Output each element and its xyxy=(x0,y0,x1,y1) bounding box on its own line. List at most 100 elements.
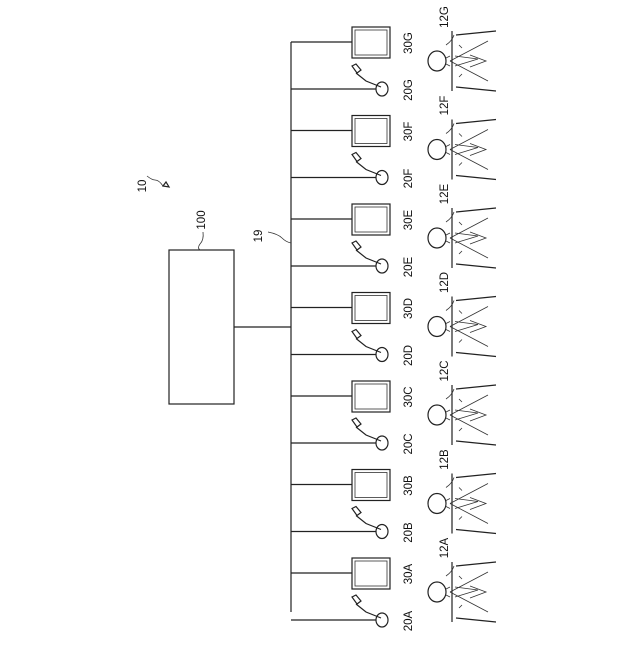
person-lapel xyxy=(459,488,462,520)
microphone-base xyxy=(376,171,388,185)
terminal-screen xyxy=(355,119,387,144)
terminal-outer-frame xyxy=(352,116,390,147)
person-head xyxy=(428,405,446,425)
leader-person xyxy=(446,35,454,45)
label-microphone-ref: 20C xyxy=(403,433,415,454)
microphone-stem xyxy=(356,73,381,87)
terminal-screen xyxy=(355,473,387,498)
label-terminal-ref: 30A xyxy=(403,563,415,584)
terminal-outer-frame xyxy=(352,204,390,235)
person-lapel xyxy=(459,311,462,343)
label-terminal-ref: 30G xyxy=(403,32,415,54)
terminal-outer-frame xyxy=(352,381,390,412)
person-shoulders xyxy=(452,474,496,534)
person-collar-and-tie xyxy=(450,307,488,347)
leader-person xyxy=(446,212,454,222)
microphone-head xyxy=(352,153,361,162)
person-head xyxy=(428,317,446,337)
label-person-ref: 12C xyxy=(439,360,451,381)
person-head xyxy=(428,228,446,248)
label-person-ref: 12G xyxy=(439,6,451,28)
microphone-stem xyxy=(356,427,381,441)
label-terminal-ref: 30F xyxy=(403,122,415,142)
label-system-ref: 10 xyxy=(137,180,149,193)
leader-bus xyxy=(268,232,291,243)
microphone-head xyxy=(352,418,361,427)
label-person-ref: 12B xyxy=(439,449,451,470)
person-lapel xyxy=(459,45,462,77)
label-terminal-ref: 30C xyxy=(403,386,415,407)
controller-box xyxy=(169,250,234,404)
label-terminal-ref: 30D xyxy=(403,298,415,319)
label-microphone-ref: 20G xyxy=(403,79,415,101)
person-head xyxy=(428,582,446,602)
microphone-head xyxy=(352,330,361,339)
person-collar-and-tie xyxy=(450,484,488,524)
terminal-screen xyxy=(355,207,387,232)
leader-system xyxy=(147,176,163,186)
person-shoulders xyxy=(452,208,496,268)
microphone-base xyxy=(376,259,388,273)
label-person-ref: 12F xyxy=(439,96,451,116)
terminal-outer-frame xyxy=(352,558,390,589)
person-shoulders xyxy=(452,120,496,180)
leader-controller xyxy=(199,232,204,250)
person-shoulders xyxy=(452,385,496,445)
label-terminal-ref: 30B xyxy=(403,475,415,496)
person-shoulders xyxy=(452,562,496,622)
label-terminal-ref: 30E xyxy=(403,209,415,230)
person-shoulders xyxy=(452,31,496,91)
label-person-ref: 12D xyxy=(439,272,451,293)
label-microphone-ref: 20A xyxy=(403,610,415,631)
microphone-base xyxy=(376,348,388,362)
terminal-screen xyxy=(355,30,387,55)
label-microphone-ref: 20E xyxy=(403,256,415,277)
label-microphone-ref: 20F xyxy=(403,169,415,189)
microphone-base xyxy=(376,436,388,450)
unit-group: 30G 20G 12G 30F 20F 12F 30E 20E 12E 30D 20D 12D 30C 2… xyxy=(291,6,496,631)
microphone-base xyxy=(376,613,388,627)
person-shoulders xyxy=(452,297,496,357)
person-lapel xyxy=(459,222,462,254)
label-microphone-ref: 20D xyxy=(403,345,415,366)
microphone-stem xyxy=(356,339,381,353)
label-bus-ref: 19 xyxy=(253,230,265,243)
arrow-system xyxy=(163,182,169,187)
leader-person xyxy=(446,566,454,576)
microphone-base xyxy=(376,82,388,96)
terminal-screen xyxy=(355,384,387,409)
microphone-head xyxy=(352,241,361,250)
person-collar-and-tie xyxy=(450,572,488,612)
terminal-outer-frame xyxy=(352,470,390,501)
person-lapel xyxy=(459,399,462,431)
leader-person xyxy=(446,389,454,399)
person-lapel xyxy=(459,134,462,166)
microphone-head xyxy=(352,595,361,604)
person-collar-and-tie xyxy=(450,218,488,258)
terminal-outer-frame xyxy=(352,27,390,58)
person-lapel xyxy=(459,576,462,608)
microphone-stem xyxy=(356,250,381,264)
label-person-ref: 12A xyxy=(439,537,451,558)
microphone-head xyxy=(352,507,361,516)
label-microphone-ref: 20B xyxy=(403,522,415,543)
leader-person xyxy=(446,301,454,311)
leader-person xyxy=(446,478,454,488)
microphone-head xyxy=(352,64,361,73)
terminal-outer-frame xyxy=(352,293,390,324)
person-collar-and-tie xyxy=(450,130,488,170)
person-head xyxy=(428,494,446,514)
microphone-base xyxy=(376,525,388,539)
terminal-screen xyxy=(355,561,387,586)
microphone-stem xyxy=(356,604,381,618)
microphone-stem xyxy=(356,516,381,530)
person-head xyxy=(428,140,446,160)
terminal-screen xyxy=(355,296,387,321)
person-collar-and-tie xyxy=(450,41,488,81)
microphone-stem xyxy=(356,162,381,176)
person-head xyxy=(428,51,446,71)
leader-person xyxy=(446,124,454,134)
label-person-ref: 12E xyxy=(439,183,451,204)
